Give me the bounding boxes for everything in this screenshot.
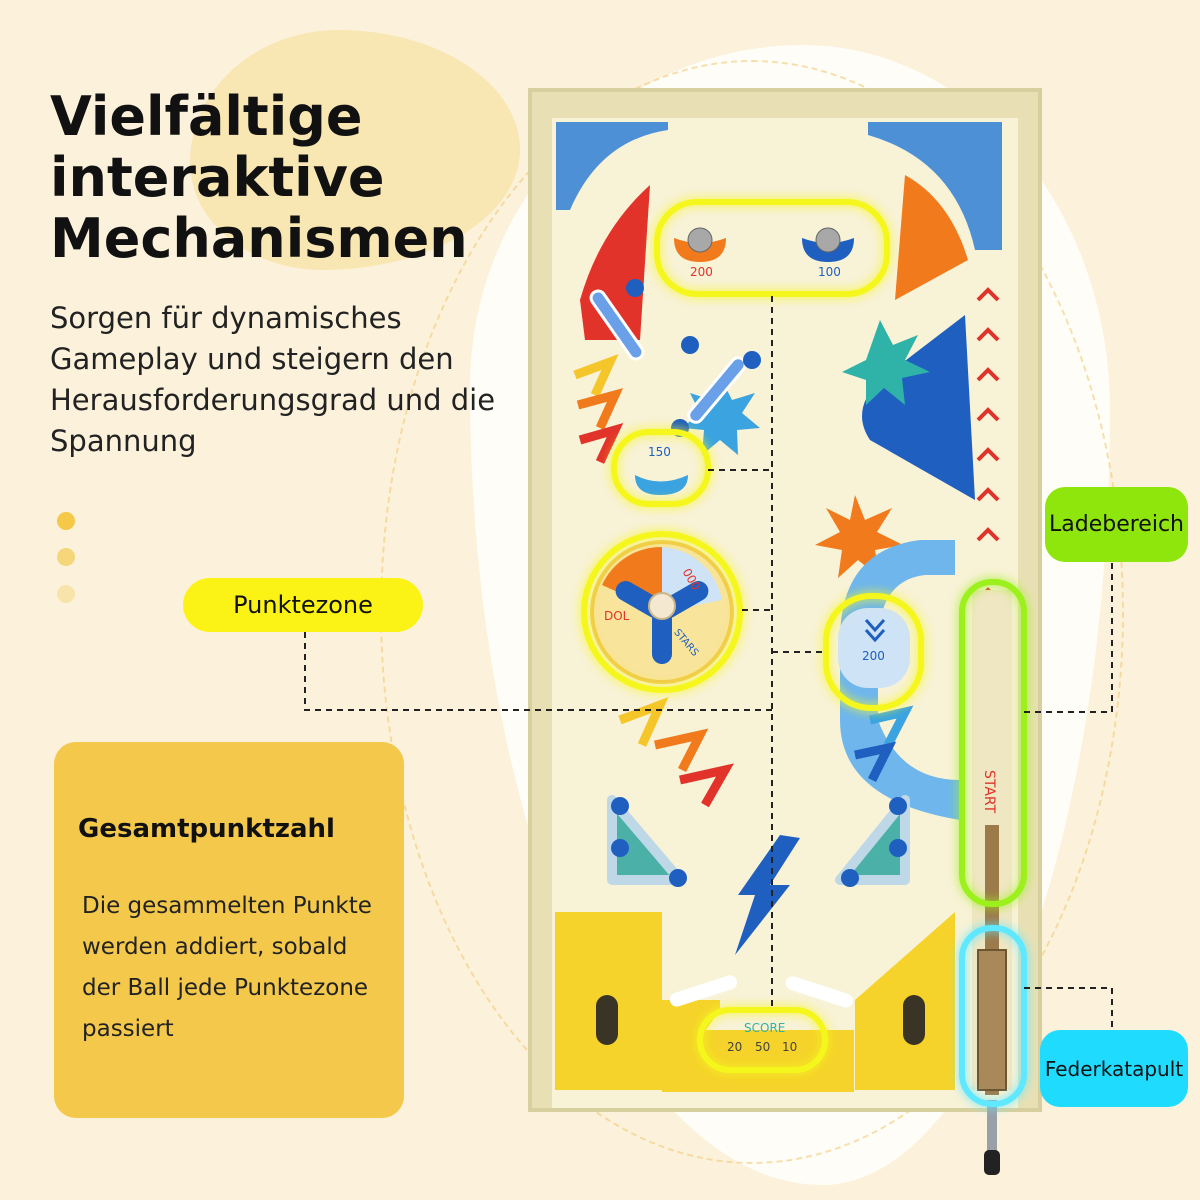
- peg: [889, 797, 907, 815]
- peg: [669, 869, 687, 887]
- chevron-decor: [868, 705, 914, 748]
- decor-dot: [57, 548, 75, 566]
- score-value-50: 50: [755, 1040, 770, 1054]
- chevron-decor: [576, 388, 624, 430]
- score-label: SCORE: [744, 1021, 785, 1035]
- peg: [681, 336, 699, 354]
- spinner-label-dol: DOL: [604, 609, 630, 623]
- chevron-decor: [854, 741, 897, 783]
- card-title: Gesamtpunktzahl: [78, 814, 335, 844]
- peg: [626, 279, 644, 297]
- right-paddle: [785, 976, 854, 1008]
- chevron-decor: [573, 354, 619, 397]
- top-left-corner-blue: [556, 122, 668, 210]
- orange-fin-obstacle: [895, 175, 968, 300]
- chevron-decor: [618, 696, 669, 747]
- chevron-decor: [679, 763, 734, 808]
- plunger-tip: [984, 1150, 1000, 1175]
- highlight-cup-150-zone: [611, 429, 711, 507]
- highlight-loading-zone: [959, 579, 1027, 907]
- total-score-card: Gesamtpunktzahl Die gesammelten Punkte w…: [54, 742, 404, 1118]
- chevron-decor: [654, 728, 709, 773]
- top-right-corner-blue: [868, 122, 1002, 250]
- steel-ball: [687, 227, 713, 253]
- connector-line: [304, 632, 772, 711]
- chevron-decor: [578, 422, 624, 464]
- cup-value-150: 150: [648, 445, 671, 459]
- lightning-bolt: [735, 835, 800, 955]
- orange-star: [815, 495, 903, 578]
- cup-150: [635, 475, 688, 495]
- decor-dot: [57, 512, 75, 530]
- highlight-spring-zone: [959, 925, 1027, 1107]
- channel-arrows: [864, 618, 886, 643]
- card-text: Die gesammelten Punkte werden addiert, s…: [82, 893, 372, 1042]
- highlight-spinner-zone: [581, 531, 743, 693]
- peg: [743, 351, 761, 369]
- cup-value-100: 100: [818, 265, 841, 279]
- cup-value-200: 200: [690, 265, 713, 279]
- spring-coil: [977, 949, 1007, 1091]
- highlight-channel-zone: [823, 593, 924, 711]
- connector-line: [1024, 987, 1113, 1030]
- cyan-star: [842, 320, 930, 405]
- left-bumper: [607, 795, 685, 885]
- peg: [611, 797, 629, 815]
- score-value-10: 10: [782, 1040, 797, 1054]
- right-bumper: [835, 795, 910, 885]
- page-subtitle: Sorgen für dynamisches Gameplay und stei…: [50, 301, 496, 458]
- score-value-20: 20: [727, 1040, 742, 1054]
- peg: [889, 839, 907, 857]
- highlight-cups-zone: [654, 199, 890, 297]
- page-title: Vielfältige interaktive Mechanismen: [50, 85, 468, 270]
- flipper-arm: [687, 356, 747, 424]
- right-outlane-slot: [903, 995, 925, 1045]
- start-text: START: [981, 770, 997, 814]
- decor-dot: [57, 585, 75, 603]
- blue-triangle-obstacle: [862, 315, 975, 500]
- spinner-hub: [648, 592, 676, 620]
- label-federkatapult: Federkatapult: [1040, 1030, 1188, 1107]
- channel-value-200: 200: [862, 649, 885, 663]
- peg: [841, 869, 859, 887]
- label-ladebereich: Ladebereich: [1045, 487, 1188, 562]
- flipper-arm: [589, 289, 645, 361]
- score-channel: [838, 608, 910, 688]
- label-punktezone: Punktezone: [183, 578, 423, 632]
- connector-line: [1024, 562, 1113, 713]
- steel-ball: [815, 227, 841, 253]
- plunger-rod: [987, 1100, 997, 1165]
- left-paddle: [669, 975, 738, 1007]
- highlight-score-zone: [697, 1007, 828, 1073]
- background-blob-yellow: [190, 30, 520, 270]
- left-outlane-slot: [596, 995, 618, 1045]
- peg: [611, 839, 629, 857]
